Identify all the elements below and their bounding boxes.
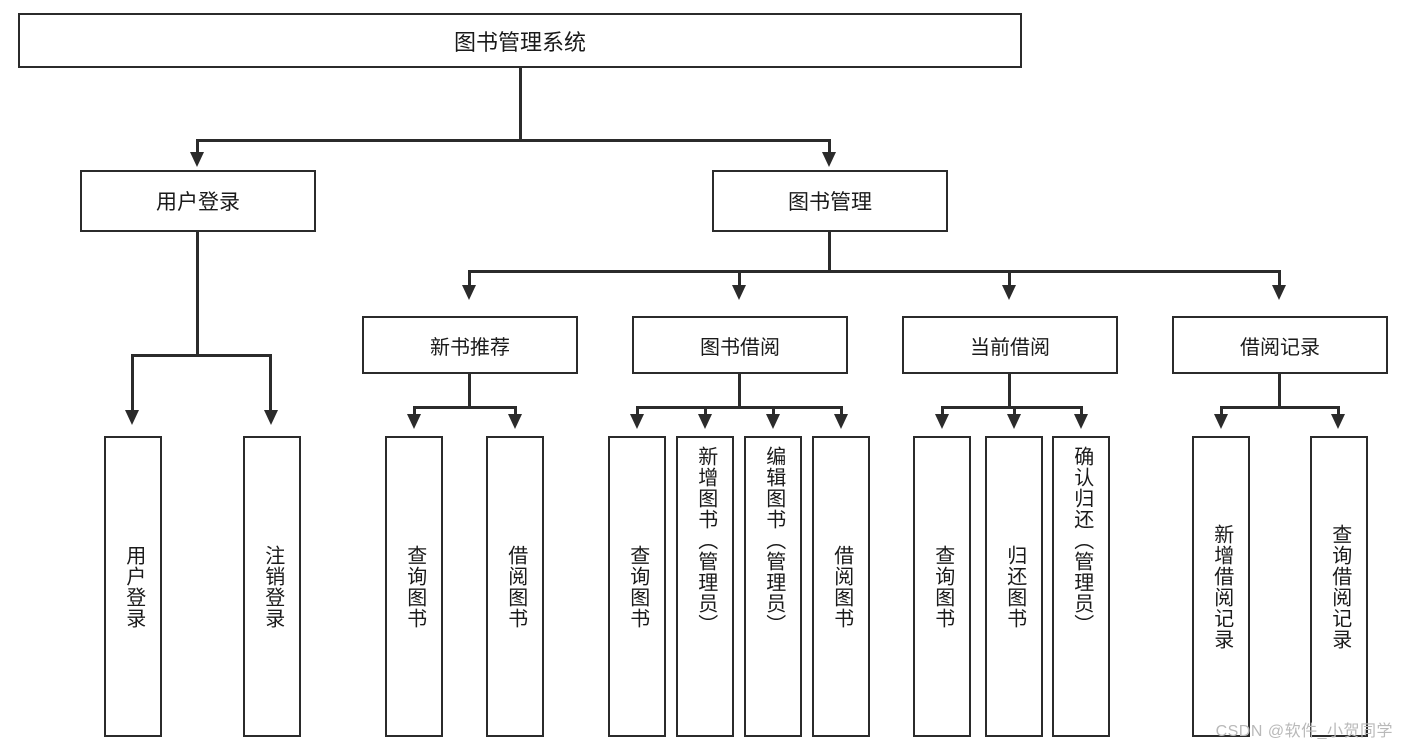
node-user-login[interactable]: 用户登录 bbox=[80, 170, 316, 232]
arrowhead-borrow-record bbox=[1272, 285, 1286, 300]
connector-br-drop-1 bbox=[1220, 406, 1223, 418]
connector-root-stem bbox=[519, 68, 522, 141]
connector-new-book-rec-bus bbox=[413, 406, 517, 409]
connector-user-login-stem bbox=[196, 232, 199, 356]
node-leaf-confirm-return-label: 确认归还（管理员） bbox=[1070, 446, 1093, 635]
connector-new-book-rec-stem bbox=[468, 374, 471, 408]
node-book-manage-label: 图书管理 bbox=[788, 191, 872, 214]
node-leaf-return-book[interactable]: 归还图书 bbox=[985, 436, 1043, 737]
node-leaf-add-record[interactable]: 新增借阅记录 bbox=[1192, 436, 1250, 737]
node-book-manage[interactable]: 图书管理 bbox=[712, 170, 948, 232]
node-leaf-add-book[interactable]: 新增图书（管理员） bbox=[676, 436, 734, 737]
node-leaf-borrow-book-rec[interactable]: 借阅图书 bbox=[486, 436, 544, 737]
node-leaf-borrow-book-label: 借阅图书 bbox=[830, 544, 853, 629]
connector-book-manage-bus bbox=[468, 270, 1280, 273]
arrowhead-user-login bbox=[190, 152, 204, 167]
connector-borrow-record-stem bbox=[1278, 374, 1281, 408]
node-current-borrow[interactable]: 当前借阅 bbox=[902, 316, 1118, 374]
node-leaf-query-book-borrow[interactable]: 查询图书 bbox=[608, 436, 666, 737]
connector-book-manage-stem bbox=[828, 232, 831, 272]
node-leaf-borrow-book-rec-label: 借阅图书 bbox=[504, 544, 527, 629]
node-borrow-record[interactable]: 借阅记录 bbox=[1172, 316, 1388, 374]
node-leaf-user-login-label: 用户登录 bbox=[122, 544, 145, 629]
node-leaf-query-book-cur-label: 查询图书 bbox=[931, 544, 954, 629]
connector-book-borrow-bus bbox=[636, 406, 843, 409]
connector-cb-drop-1 bbox=[941, 406, 944, 418]
node-user-login-label: 用户登录 bbox=[156, 191, 240, 214]
node-leaf-confirm-return[interactable]: 确认归还（管理员） bbox=[1052, 436, 1110, 737]
node-leaf-query-record-label: 查询借阅记录 bbox=[1328, 523, 1351, 650]
node-book-borrow[interactable]: 图书借阅 bbox=[632, 316, 848, 374]
connector-br-drop-2 bbox=[1337, 406, 1340, 418]
connector-bm-drop-book-borrow bbox=[738, 270, 741, 288]
arrowhead-new-book-rec bbox=[462, 285, 476, 300]
arrowhead-leaf-query-book-borrow bbox=[630, 414, 644, 429]
connector-user-login-drop-1 bbox=[131, 354, 134, 414]
connector-book-borrow-stem bbox=[738, 374, 741, 408]
node-book-borrow-label: 图书借阅 bbox=[700, 336, 780, 359]
node-leaf-edit-book[interactable]: 编辑图书（管理员） bbox=[744, 436, 802, 737]
arrowhead-leaf-confirm-return bbox=[1074, 414, 1088, 429]
node-leaf-return-book-label: 归还图书 bbox=[1003, 544, 1026, 629]
connector-bb-drop-4 bbox=[840, 406, 843, 418]
connector-bm-drop-current-borrow bbox=[1008, 270, 1011, 288]
arrowhead-leaf-query-book-cur bbox=[935, 414, 949, 429]
arrowhead-leaf-borrow-book bbox=[834, 414, 848, 429]
node-root-label: 图书管理系统 bbox=[453, 29, 586, 55]
node-leaf-logout-label: 注销登录 bbox=[261, 544, 284, 629]
connector-bm-drop-borrow-record bbox=[1278, 270, 1281, 288]
arrowhead-book-borrow bbox=[732, 285, 746, 300]
connector-bm-drop-new-book-rec bbox=[468, 270, 471, 288]
node-leaf-query-book-rec-label: 查询图书 bbox=[403, 544, 426, 629]
node-current-borrow-label: 当前借阅 bbox=[970, 336, 1050, 359]
node-leaf-query-record[interactable]: 查询借阅记录 bbox=[1310, 436, 1368, 737]
node-leaf-edit-book-label: 编辑图书（管理员） bbox=[762, 446, 785, 635]
node-leaf-add-record-label: 新增借阅记录 bbox=[1210, 523, 1233, 650]
connector-root-to-user-login bbox=[196, 139, 199, 157]
connector-user-login-bus bbox=[131, 354, 271, 357]
arrowhead-leaf-edit-book bbox=[766, 414, 780, 429]
connector-borrow-record-bus bbox=[1220, 406, 1339, 409]
connector-bb-drop-1 bbox=[636, 406, 639, 418]
connector-root-to-book-manage bbox=[828, 139, 831, 157]
node-leaf-user-login[interactable]: 用户登录 bbox=[104, 436, 162, 737]
node-leaf-logout[interactable]: 注销登录 bbox=[243, 436, 301, 737]
connector-nbr-drop-1 bbox=[413, 406, 416, 418]
connector-current-borrow-stem bbox=[1008, 374, 1011, 408]
arrowhead-leaf-add-record bbox=[1214, 414, 1228, 429]
connector-cb-drop-3 bbox=[1080, 406, 1083, 418]
node-leaf-borrow-book[interactable]: 借阅图书 bbox=[812, 436, 870, 737]
arrowhead-leaf-user-login bbox=[125, 410, 139, 425]
connector-bb-drop-2 bbox=[704, 406, 707, 418]
arrowhead-leaf-query-book-rec bbox=[407, 414, 421, 429]
node-leaf-query-book-rec[interactable]: 查询图书 bbox=[385, 436, 443, 737]
connector-cb-drop-2 bbox=[1013, 406, 1016, 418]
arrowhead-leaf-return-book bbox=[1007, 414, 1021, 429]
node-root[interactable]: 图书管理系统 bbox=[18, 13, 1022, 68]
connector-user-login-drop-2 bbox=[269, 354, 272, 414]
connector-current-borrow-bus bbox=[941, 406, 1082, 409]
csdn-watermark: CSDN @软件_小贺同学 bbox=[1215, 723, 1393, 740]
arrowhead-current-borrow bbox=[1002, 285, 1016, 300]
node-new-book-rec[interactable]: 新书推荐 bbox=[362, 316, 578, 374]
connector-root-bus bbox=[197, 139, 831, 142]
node-leaf-query-book-cur[interactable]: 查询图书 bbox=[913, 436, 971, 737]
arrowhead-book-manage bbox=[822, 152, 836, 167]
arrowhead-leaf-borrow-book-rec bbox=[508, 414, 522, 429]
node-leaf-query-book-borrow-label: 查询图书 bbox=[626, 544, 649, 629]
node-new-book-rec-label: 新书推荐 bbox=[430, 336, 510, 359]
arrowhead-leaf-query-record bbox=[1331, 414, 1345, 429]
connector-nbr-drop-2 bbox=[514, 406, 517, 418]
arrowhead-leaf-logout bbox=[264, 410, 278, 425]
node-leaf-add-book-label: 新增图书（管理员） bbox=[694, 446, 717, 635]
arrowhead-leaf-add-book bbox=[698, 414, 712, 429]
node-borrow-record-label: 借阅记录 bbox=[1240, 336, 1320, 359]
connector-bb-drop-3 bbox=[772, 406, 775, 418]
